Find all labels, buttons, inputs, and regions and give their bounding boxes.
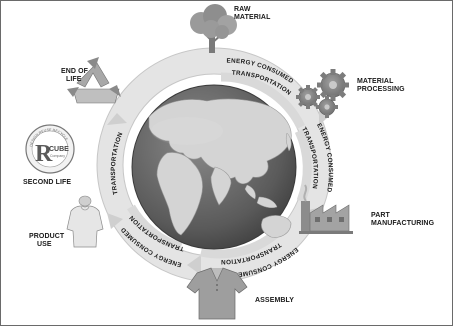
label-line: MANUFACTURING	[371, 220, 435, 227]
continent-australia	[261, 215, 292, 238]
label-product-use: PRODUCT USE	[29, 233, 64, 249]
label-second-life: SECOND LIFE	[23, 179, 71, 187]
label-part-manufacturing: PART MANUFACTURING	[371, 212, 434, 228]
continent-africa	[156, 152, 203, 236]
logo-small-text: Company	[50, 154, 65, 158]
island	[256, 196, 278, 209]
globe	[131, 84, 297, 250]
label-line: MATERIAL	[357, 78, 394, 85]
rcube-logo: DESIGN REUSE RECYCLE R CUBE Company	[25, 124, 75, 174]
continent-eurasia	[148, 98, 292, 185]
label-line: SECOND LIFE	[23, 179, 72, 186]
gears-icon	[296, 69, 349, 118]
label-line: RAW	[234, 6, 251, 13]
factory-icon	[299, 184, 353, 234]
continent-india	[210, 166, 232, 206]
label-line: PROCESSING	[357, 86, 405, 93]
label-line: END OF	[61, 68, 89, 75]
island	[244, 184, 256, 200]
arrow-head	[107, 113, 127, 125]
label-assembly: ASSEMBLY	[255, 297, 294, 305]
shirt-icon	[186, 267, 248, 320]
island	[285, 132, 292, 152]
label-raw-material: RAW MATERIAL	[234, 6, 270, 22]
arrow-head	[107, 213, 123, 229]
logo-letter: R	[35, 141, 53, 167]
label-line: PART	[371, 212, 390, 219]
label-line: MATERIAL	[234, 14, 271, 21]
label-line: LIFE	[66, 76, 82, 83]
person-icon	[66, 195, 104, 248]
label-line: ASSEMBLY	[255, 297, 295, 304]
label-line: USE	[37, 241, 52, 248]
label-material-processing: MATERIAL PROCESSING	[357, 78, 405, 94]
tree-icon	[190, 4, 237, 53]
label-end-of-life: END OF LIFE	[61, 68, 88, 84]
logo-word: CUBE	[49, 146, 69, 153]
label-line: PRODUCT	[29, 233, 65, 240]
recycle-icon	[67, 57, 121, 104]
arrow-head	[187, 255, 201, 275]
